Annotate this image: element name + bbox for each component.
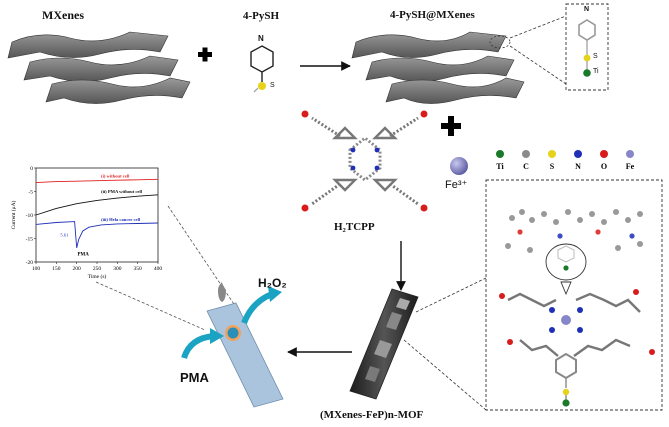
legend-element: Ti — [488, 150, 512, 171]
mof-tube — [349, 288, 419, 400]
mxenes-sheets — [7, 31, 191, 104]
zoom-sulfur-label: S — [593, 53, 598, 60]
annotation-value: 5.61 — [60, 233, 69, 238]
legend-symbol: C — [523, 162, 529, 171]
zoom-nitrogen-label: N — [584, 6, 590, 13]
legend-element: N — [566, 150, 590, 171]
legend-element: C — [514, 150, 538, 171]
plus-sign-1 — [198, 47, 212, 62]
pma-arrow — [181, 333, 215, 360]
label-pysh-mxenes: 4-PySH@MXenes — [390, 9, 475, 21]
x-axis-label: Time (s) — [88, 273, 107, 280]
legend-dot — [522, 150, 530, 158]
x-tick-label: 300 — [113, 266, 122, 272]
x-tick-label: 400 — [154, 266, 163, 272]
y-tick-label: -5 — [28, 190, 33, 196]
y-tick-label: -15 — [26, 237, 34, 243]
y-tick-label: 0 — [30, 166, 33, 172]
legend-element: Fe — [618, 150, 642, 171]
h2o2-arrow — [241, 291, 274, 325]
label-mxenes: MXenes — [42, 8, 84, 22]
pysh-nitrogen-label: N — [258, 34, 264, 43]
legend-symbol: S — [549, 162, 555, 171]
label-h2tcpp: H₂TCPP — [334, 221, 375, 233]
legend-dot — [626, 150, 634, 158]
series-line — [35, 221, 159, 249]
x-tick-label: 100 — [32, 266, 41, 272]
plot-frame — [35, 167, 159, 263]
y-tick-label: -20 — [26, 260, 34, 266]
x-tick-label: 150 — [52, 266, 61, 272]
pysh-molecule — [250, 45, 274, 93]
legend-element: S — [540, 150, 564, 171]
legend-symbol: Fe — [625, 162, 635, 171]
y-tick-label: -10 — [26, 213, 34, 219]
x-tick-label: 350 — [134, 266, 143, 272]
series-label: (i) without cell — [101, 173, 130, 178]
pysh-mxenes-sheets — [351, 15, 567, 104]
legend-dot — [574, 150, 582, 158]
label-pysh: 4-PySH — [243, 10, 280, 22]
fe-ion-sphere — [450, 157, 468, 175]
pysh-sulfur-label: S — [270, 82, 275, 89]
legend-symbol: N — [575, 162, 581, 171]
label-h2o2: H₂O₂ — [258, 276, 287, 290]
h2tcpp-molecule — [301, 110, 428, 212]
legend-element: O — [592, 150, 616, 171]
mof-link-upper — [415, 277, 487, 313]
plus-sign-2 — [441, 116, 461, 136]
x-tick-label: 200 — [73, 266, 82, 272]
series-line — [35, 178, 159, 184]
series-label: (ii) PMA without cell — [101, 189, 143, 194]
zoom-titanium-label: Ti — [593, 68, 599, 75]
mof-link-lower — [403, 339, 487, 411]
series-line — [35, 194, 159, 216]
chart-link-left — [95, 281, 206, 331]
zoom-box — [565, 3, 609, 91]
legend-symbol: Ti — [496, 162, 504, 171]
legend-symbol: O — [600, 162, 608, 171]
x-tick-label: 250 — [93, 266, 102, 272]
label-product: (MXenes-FeP)n-MOF — [320, 409, 424, 421]
legend-dot — [548, 150, 556, 158]
test-strip — [206, 282, 284, 408]
label-pma: PMA — [180, 370, 209, 385]
chart-link-right — [167, 205, 243, 317]
legend-dot — [600, 150, 608, 158]
structure-box — [485, 179, 663, 411]
annotation-pma: PMA — [77, 252, 89, 257]
legend-dot — [496, 150, 504, 158]
series-label: (iii) Hela cancer cell — [101, 217, 141, 222]
y-axis-label: Current (μA) — [10, 200, 17, 229]
label-fe3: Fe³⁺ — [445, 179, 468, 191]
